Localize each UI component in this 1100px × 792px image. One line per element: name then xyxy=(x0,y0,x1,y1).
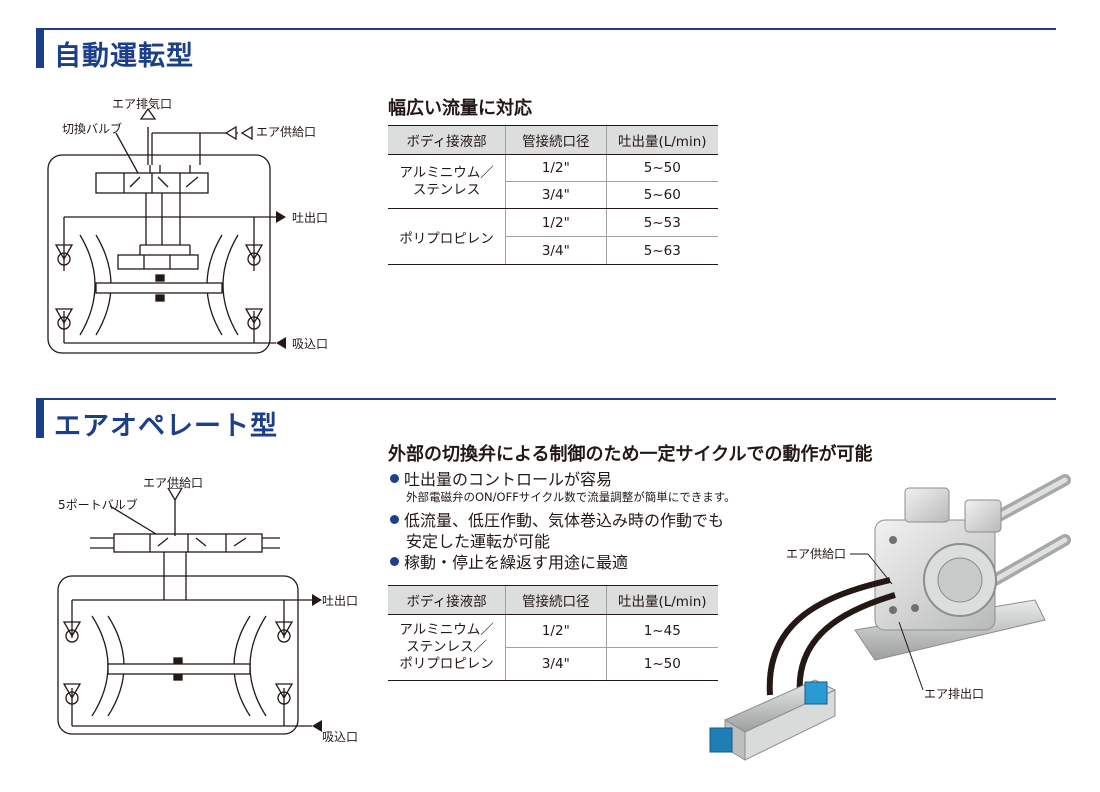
port-cell: 3/4" xyxy=(505,236,607,265)
table-row: ポリプロピレン 1/2" 5~53 xyxy=(388,208,718,265)
auto-supply-label: エア供給口 xyxy=(256,125,317,139)
photo-exhaust-label: エア排出口 xyxy=(924,687,985,701)
bullet-text: 低流量、低圧作動、気体巻込み時の作動でも xyxy=(404,511,725,530)
photo-supply-label: エア供給口 xyxy=(786,547,847,561)
bullet-item: 稼動・停止を繰返す用途に最適 xyxy=(390,549,628,573)
airop-spec-table: ボディ接液部 管接続口径 吐出量(L/min) アルミニウム／ ステンレス／ ポ… xyxy=(388,585,718,681)
port-cell: 3/4" xyxy=(505,181,607,209)
auto-spec-table: ボディ接液部 管接続口径 吐出量(L/min) アルミニウム／ ステンレス 1/… xyxy=(388,125,718,265)
body-cell: ポリプロピレン xyxy=(388,208,506,265)
header-flow: 吐出量(L/min) xyxy=(605,125,718,155)
bullet-text: 吐出量のコントロールが容易 xyxy=(404,470,613,489)
body-line: アルミニウム／ xyxy=(399,164,494,181)
table-row: 3/4" 5~63 xyxy=(388,236,718,265)
body-cell: アルミニウム／ ステンレス xyxy=(388,154,506,209)
flow-cell: 5~63 xyxy=(605,236,718,265)
table-row: アルミニウム／ ステンレス／ ポリプロピレン 1/2" 1~45 xyxy=(388,614,718,681)
bullet-item: 低流量、低圧作動、気体巻込み時の作動でも xyxy=(390,507,724,531)
auto-suction-label: 吸込口 xyxy=(292,337,329,351)
photo-supply-leader xyxy=(850,553,893,585)
auto-valve-label: 切換バルブ xyxy=(62,122,123,136)
port-cell: 3/4" xyxy=(505,647,607,681)
header-port: 管接続口径 xyxy=(505,585,607,615)
auto-discharge-label: 吐出口 xyxy=(292,211,329,225)
bullet-dot xyxy=(390,474,399,483)
airop-pump-circuit-diagram xyxy=(57,488,322,735)
section-rule-auto xyxy=(36,28,1056,30)
body-line: ポリプロピレン xyxy=(399,656,494,672)
section-title-auto: 自動運転型 xyxy=(54,41,194,72)
auto-pump-circuit-diagram xyxy=(47,107,286,354)
auto-exhaust-label: エア排気口 xyxy=(112,97,173,111)
flow-cell: 5~53 xyxy=(605,208,718,237)
table-row: 3/4" 1~50 xyxy=(388,647,718,681)
section-marker-airop xyxy=(36,400,44,438)
bullet-dot xyxy=(390,515,399,524)
table-header-row: ボディ接液部 管接続口径 吐出量(L/min) xyxy=(388,125,718,155)
flow-cell: 5~60 xyxy=(605,181,718,209)
port-cell: 1/2" xyxy=(505,154,607,182)
header-body: ボディ接液部 xyxy=(388,125,506,155)
airop-suction-label: 吸込口 xyxy=(322,730,359,744)
bullet-text: 稼動・停止を繰返す用途に最適 xyxy=(404,553,629,572)
section-marker-auto xyxy=(36,30,44,68)
bullet-continuation: 安定した運転が可能 xyxy=(406,532,551,551)
header-port: 管接続口径 xyxy=(505,125,607,155)
table-row: アルミニウム／ ステンレス 1/2" 5~50 xyxy=(388,154,718,209)
header-flow: 吐出量(L/min) xyxy=(605,585,718,615)
body-cell: アルミニウム／ ステンレス／ ポリプロピレン xyxy=(388,614,506,681)
section-title-airop: エアオペレート型 xyxy=(54,411,278,442)
auto-heading: 幅広い流量に対応 xyxy=(388,98,532,119)
body-line: アルミニウム／ xyxy=(399,622,494,638)
photo-exhaust-leader xyxy=(898,621,924,691)
header-body: ボディ接液部 xyxy=(388,585,506,615)
airop-supply-label: エア供給口 xyxy=(143,476,204,490)
body-line: ステンレス xyxy=(412,181,481,198)
bullet-dot xyxy=(390,557,399,566)
airop-discharge-label: 吐出口 xyxy=(322,594,359,608)
bullet-item: 吐出量のコントロールが容易 xyxy=(390,466,612,490)
body-line: ステンレス／ xyxy=(406,639,488,655)
flow-cell: 1~45 xyxy=(605,614,718,648)
flow-cell: 5~50 xyxy=(605,154,718,182)
port-cell: 1/2" xyxy=(505,208,607,237)
pump-product-illustration xyxy=(709,474,1071,761)
port-cell: 1/2" xyxy=(505,614,607,648)
airop-valve-label: 5ポートバルブ xyxy=(58,498,138,512)
bullet-note: 外部電磁弁のON/OFFサイクル数で流量調整が簡単にできます。 xyxy=(406,490,736,504)
section-rule-airop xyxy=(36,398,1056,400)
airop-heading: 外部の切換弁による制御のため一定サイクルでの動作が可能 xyxy=(388,444,873,465)
table-header-row: ボディ接液部 管接続口径 吐出量(L/min) xyxy=(388,585,718,615)
table-row: 3/4" 5~60 xyxy=(388,181,718,209)
flow-cell: 1~50 xyxy=(605,647,718,681)
